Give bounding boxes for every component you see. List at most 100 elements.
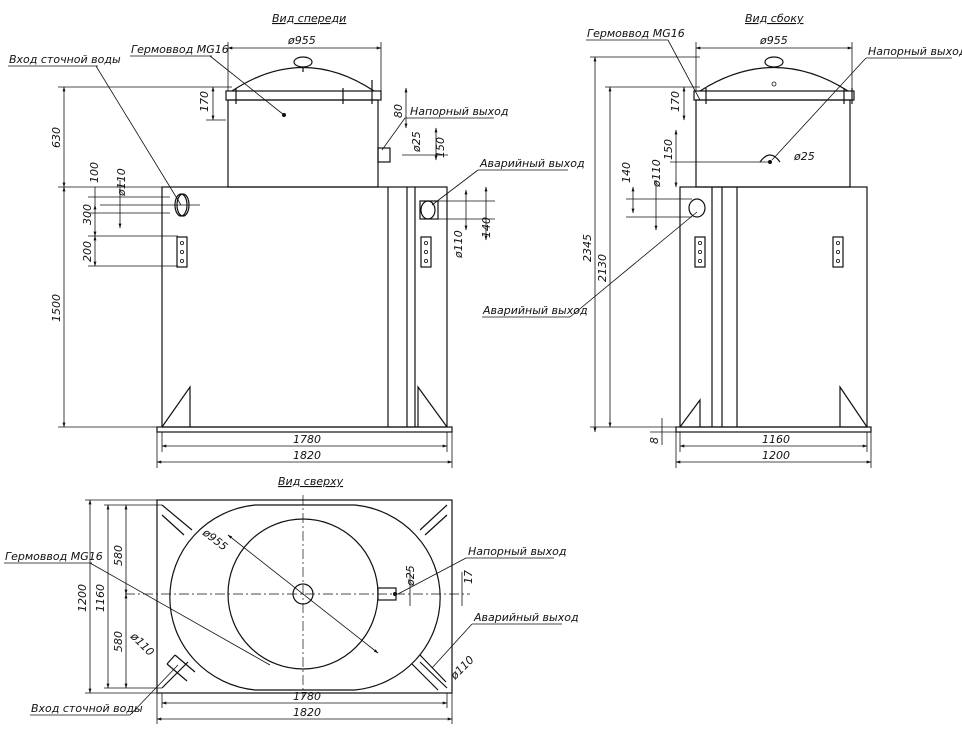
side-base-plate <box>675 426 872 433</box>
front-lift-hole <box>423 240 428 245</box>
top-base-plate <box>156 499 453 694</box>
front-label-pressure: Напорный выход <box>410 105 508 118</box>
front-emergency-pipe <box>420 200 436 220</box>
side-lift-hole <box>698 249 703 254</box>
side-lid-flange <box>693 90 855 101</box>
front-dim-h170: 170 <box>198 91 211 112</box>
side-dim-h140: 140 <box>620 162 633 183</box>
top-dim-w1820: 1820 <box>293 706 321 719</box>
top-inlet-pipe <box>166 654 196 682</box>
side-lift-hole <box>836 249 841 254</box>
front-gusset-left <box>161 385 191 428</box>
top-gusset-br <box>419 661 448 689</box>
top-dim-h1160: 1160 <box>94 584 107 612</box>
side-leader-gland <box>667 39 701 101</box>
front-emergency-pipe-body <box>419 200 439 220</box>
front-gusset-right <box>417 385 448 428</box>
front-dim-w1820: 1820 <box>293 449 321 462</box>
top-dim-h580a: 580 <box>112 545 125 566</box>
front-leader-pressure <box>381 117 406 151</box>
side-dim-d110: ø110 <box>650 159 663 188</box>
side-leader-emergency <box>569 211 698 318</box>
front-neck <box>227 99 379 188</box>
side-gusset-left <box>679 398 701 428</box>
side-leader-pressure <box>771 57 867 161</box>
side-lid-dome <box>699 67 849 92</box>
front-lid-flange <box>225 90 382 101</box>
front-base-plate <box>156 426 453 433</box>
side-dim-d955: ø955 <box>759 34 788 47</box>
top-dim-h1200: 1200 <box>76 584 89 612</box>
top-view-title: Вид сверху <box>278 475 344 488</box>
top-leader-inlet <box>129 664 179 716</box>
top-label-gland: Гермоввод MG16 <box>5 550 103 563</box>
top-tank-outline <box>169 504 441 691</box>
front-leader-inlet <box>95 65 182 206</box>
side-dim-h2345: 2345 <box>581 234 594 262</box>
top-emergency-pipe <box>411 654 447 691</box>
top-gusset-tl <box>161 504 193 536</box>
front-label-gland: Гермоввод MG16 <box>131 43 229 56</box>
side-dim-w1200: 1200 <box>762 449 790 462</box>
front-dim-h140: 140 <box>480 217 493 238</box>
front-dim-h150: 150 <box>434 137 447 158</box>
front-lid-handle <box>293 56 313 68</box>
top-dim-w1780: 1780 <box>293 690 321 703</box>
side-tank-body <box>679 186 868 428</box>
front-view: Вид спереди <box>8 12 585 468</box>
front-lift-plate-left <box>176 236 188 268</box>
side-lift-plate-right <box>832 236 844 268</box>
side-view-title: Вид сбоку <box>745 12 804 25</box>
top-label-inlet: Вход сточной воды <box>31 702 143 715</box>
top-dim-d110a: ø110 <box>127 629 157 659</box>
side-dim-h2130: 2130 <box>596 254 609 282</box>
top-pressure-point <box>393 592 397 596</box>
top-view: Вид сверху ø955 1200 1160 58 <box>4 475 579 724</box>
front-lift-plate-right <box>420 236 432 268</box>
side-lid-vent <box>771 81 777 87</box>
top-dim-line <box>227 534 379 654</box>
front-lift-hole <box>179 240 184 245</box>
front-dim-h300: 300 <box>81 204 94 225</box>
top-dim-d25: ø25 <box>404 565 417 587</box>
front-dim-h630: 630 <box>50 127 63 148</box>
front-leader-emergency <box>431 169 479 206</box>
side-dim-w1160: 1160 <box>762 433 790 446</box>
front-dim-d955: ø955 <box>287 34 316 47</box>
side-dim-d25: ø25 <box>793 150 815 163</box>
side-lift-plate-left <box>694 236 706 268</box>
side-lift-hole <box>836 258 841 263</box>
front-dim-h100: 100 <box>88 162 101 183</box>
side-dim-h170: 170 <box>669 91 682 112</box>
top-leader-gland <box>89 562 271 666</box>
front-view-title: Вид спереди <box>272 12 346 25</box>
front-lift-hole <box>179 249 184 254</box>
front-leader-gland <box>209 55 285 116</box>
front-tank-body <box>161 186 448 428</box>
side-lid-handle <box>764 56 784 68</box>
front-dim-h1500: 1500 <box>50 294 63 322</box>
front-label-inlet: Вход сточной воды <box>9 53 121 66</box>
side-label-pressure: Напорный выход <box>868 45 962 58</box>
front-lift-hole <box>423 258 428 263</box>
top-gusset-tr <box>419 504 448 536</box>
front-pressure-pipe <box>377 147 391 163</box>
top-leader-emergency <box>431 623 473 669</box>
front-lift-hole <box>179 258 184 263</box>
top-leader-pressure <box>397 557 467 595</box>
top-dim-h580b: 580 <box>112 631 125 652</box>
side-dim-h8: 8 <box>648 437 661 444</box>
front-dim-w1780: 1780 <box>293 433 321 446</box>
front-dim-d25: ø25 <box>410 131 423 153</box>
front-dim-h80: 80 <box>392 104 405 118</box>
side-lift-hole <box>698 258 703 263</box>
top-dim-h17: 17 <box>462 570 475 584</box>
top-label-pressure: Напорный выход <box>468 545 566 558</box>
top-label-emergency: Аварийный выход <box>473 611 579 624</box>
top-dim-d955: ø955 <box>199 526 230 554</box>
side-label-emergency: Аварийный выход <box>482 304 588 317</box>
side-view: Вид сбоку ø955 <box>482 12 962 468</box>
side-pressure-fitting <box>759 154 781 163</box>
front-label-emergency: Аварийный выход <box>479 157 585 170</box>
